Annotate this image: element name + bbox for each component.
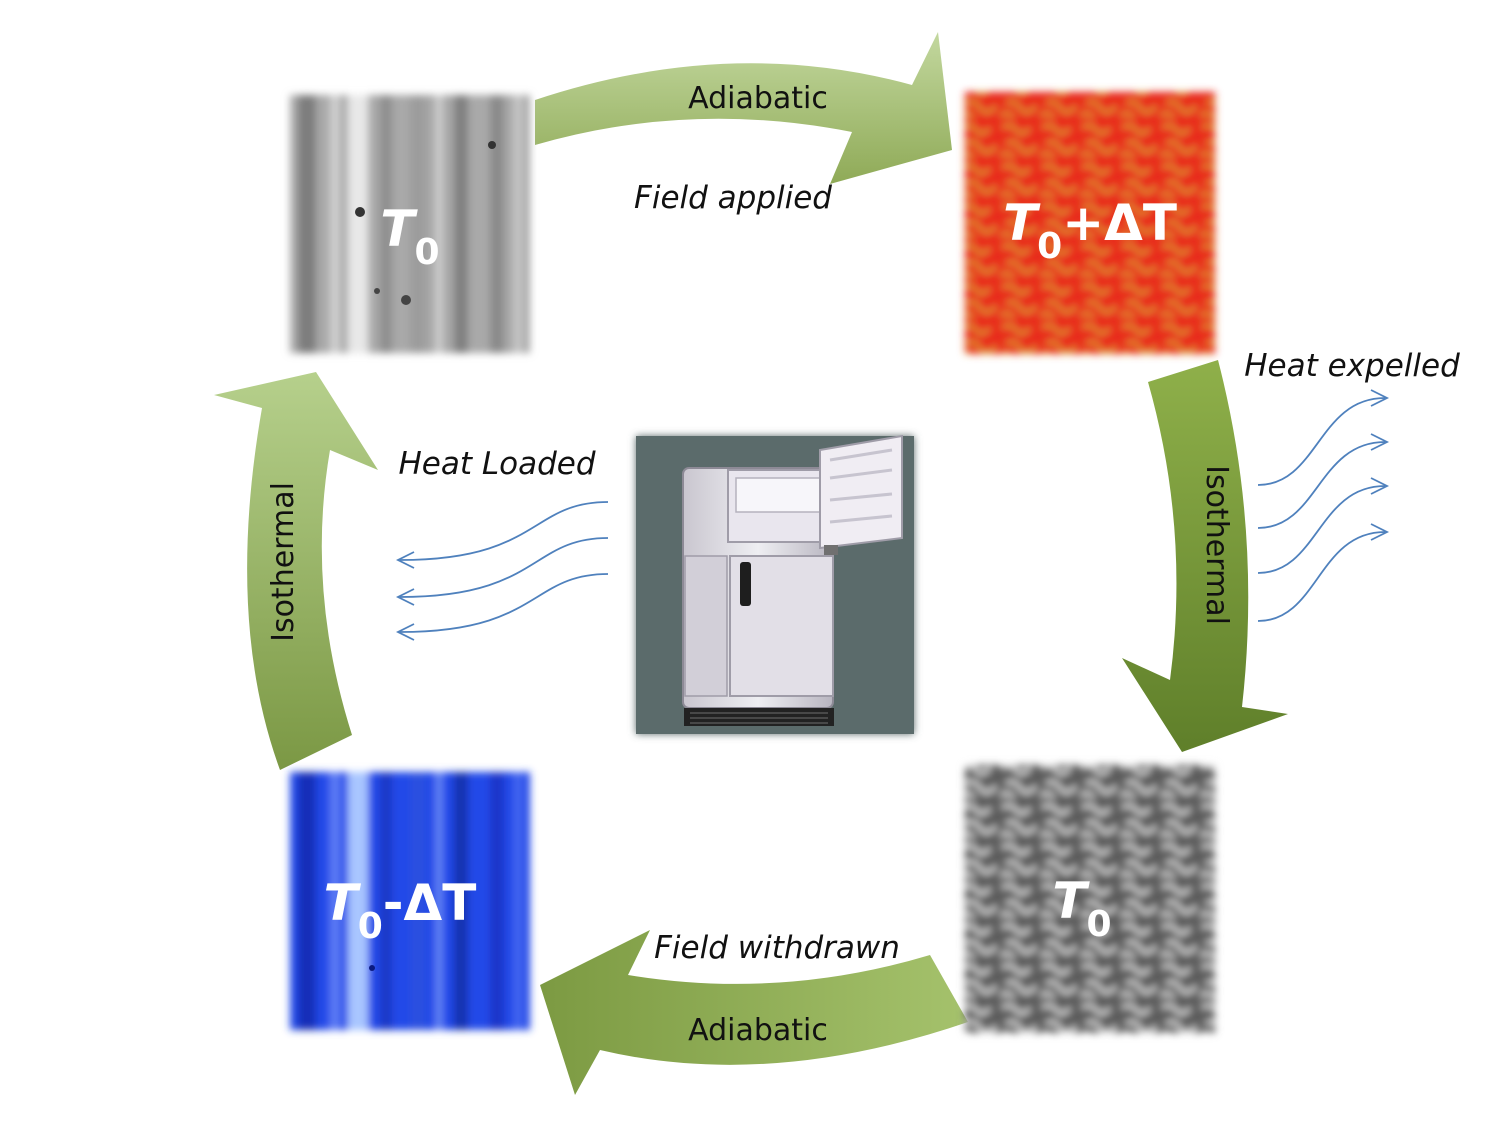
heat-expelled-flow-lines bbox=[1257, 389, 1390, 622]
refrigerator-icon bbox=[636, 434, 914, 734]
state-panel-bottom-right: T0 bbox=[965, 765, 1215, 1033]
state-label-bottom-left: T0-ΔT bbox=[324, 874, 477, 947]
state-panel-top-right: T0+ΔT bbox=[965, 92, 1215, 354]
arrow-left-process-label: Isothermal bbox=[266, 482, 301, 642]
arrow-right-note-label: Heat expelled bbox=[1244, 348, 1460, 384]
state-label-top-right: T0+ΔT bbox=[1003, 194, 1177, 267]
arrow-top-adiabatic: Adiabatic Field applied bbox=[535, 32, 952, 216]
micrograph-red-maze bbox=[965, 92, 1215, 354]
heat-loaded-flow-lines bbox=[395, 501, 609, 641]
arrow-bottom-process-label: Adiabatic bbox=[688, 1013, 828, 1048]
state-label-top-left: T0 bbox=[380, 200, 439, 273]
arrow-right-process-label: Isothermal bbox=[1199, 465, 1234, 625]
state-panel-bottom-left: T0-ΔT bbox=[290, 772, 530, 1030]
micrograph-gray-stripes bbox=[290, 95, 530, 353]
micrograph-blue-stripes bbox=[290, 772, 530, 1030]
arrow-top-note-label: Field applied bbox=[634, 180, 832, 216]
micrograph-gray-maze bbox=[965, 765, 1215, 1033]
state-label-bottom-right: T0 bbox=[1052, 872, 1111, 945]
arrow-right-isothermal: Isothermal Heat expelled bbox=[1122, 348, 1460, 752]
arrow-bottom-adiabatic: Adiabatic Field withdrawn bbox=[540, 930, 968, 1095]
state-panel-top-left: T0 bbox=[290, 95, 530, 353]
arrow-top-process-label: Adiabatic bbox=[688, 81, 828, 116]
arrow-left-isothermal: Isothermal Heat Loaded bbox=[214, 372, 596, 770]
arrow-left-note-label: Heat Loaded bbox=[398, 446, 595, 482]
arrow-bottom-note-label: Field withdrawn bbox=[654, 930, 900, 966]
